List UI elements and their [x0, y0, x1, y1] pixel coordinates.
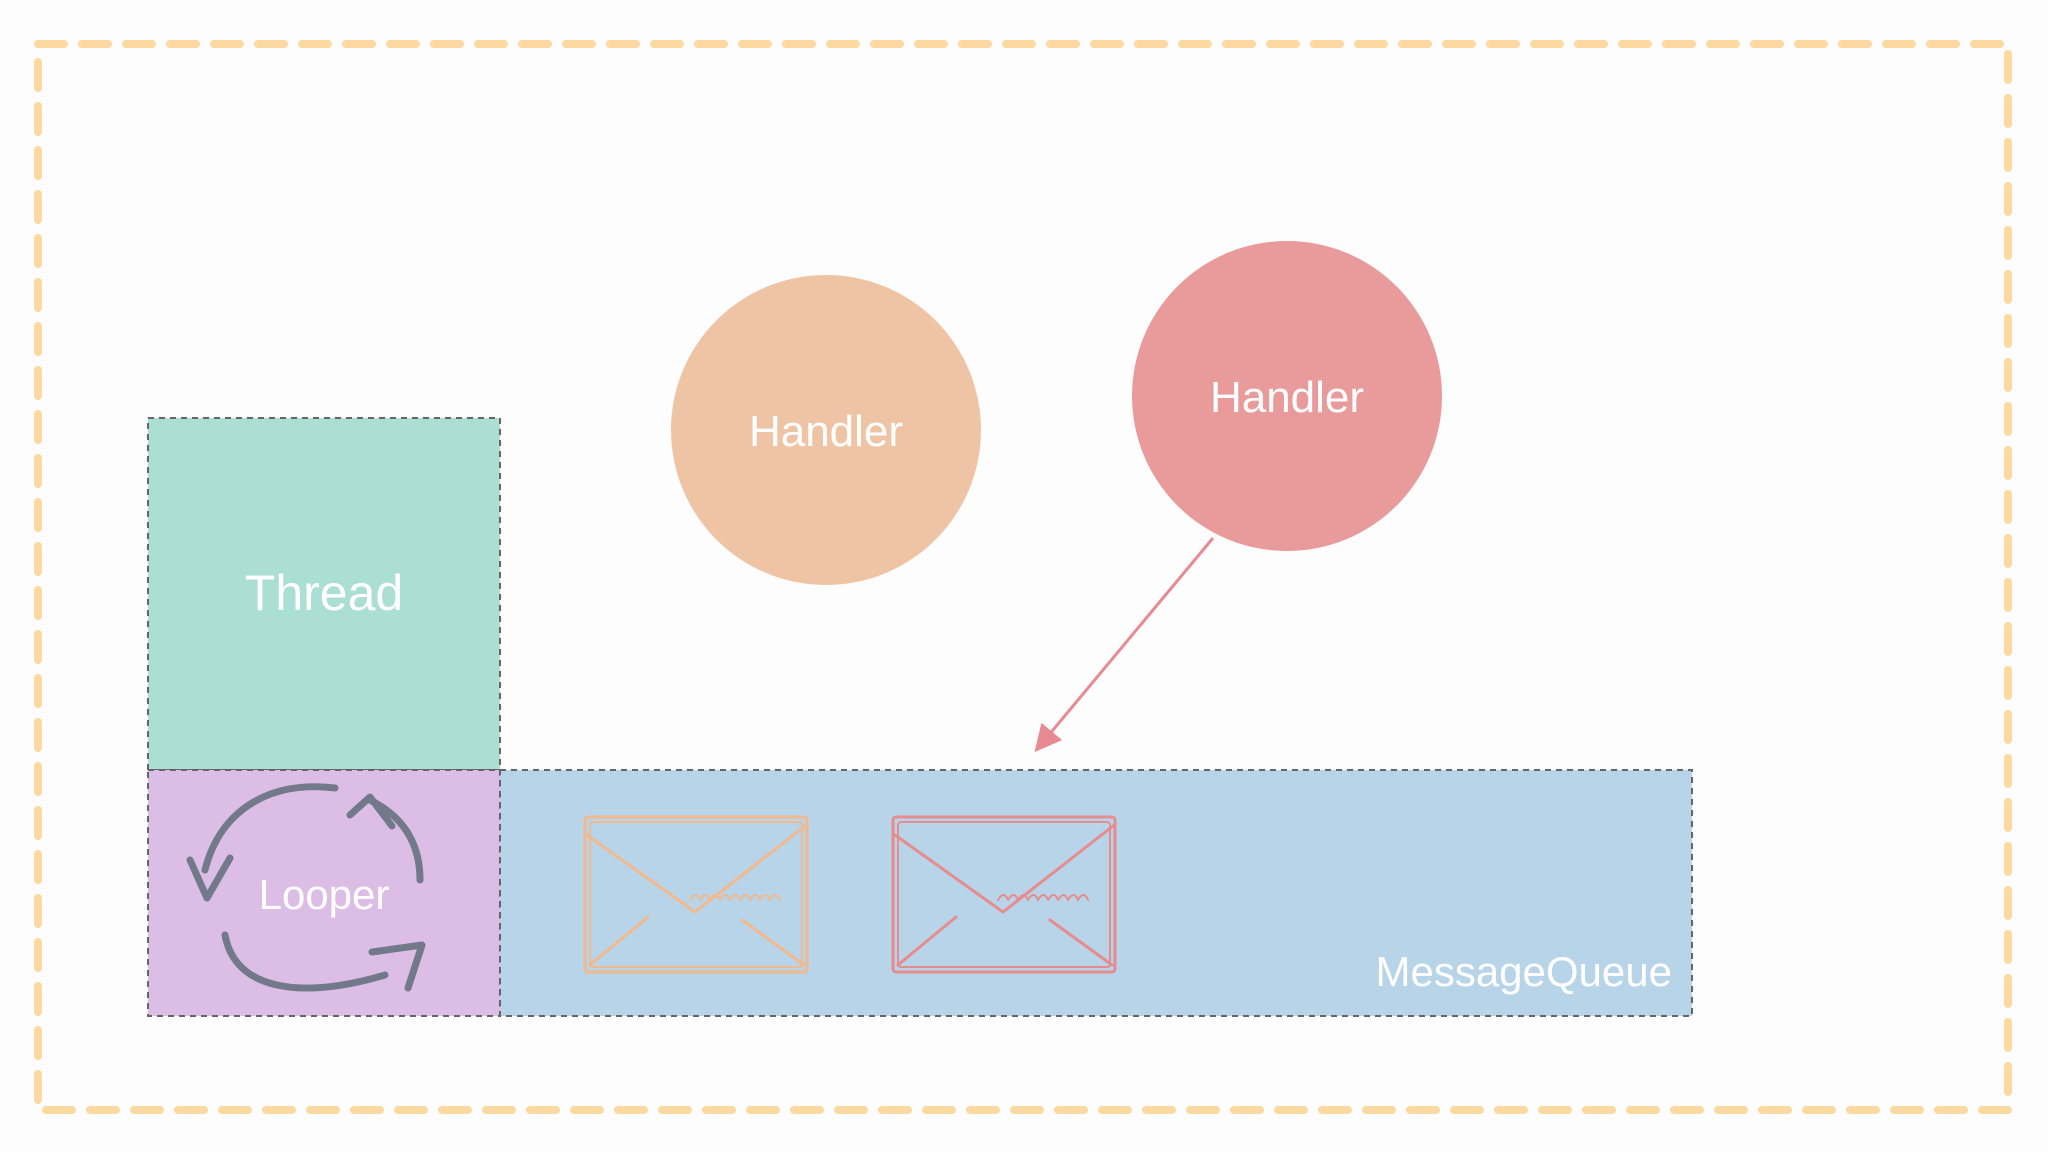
circular-arrows-icon — [186, 783, 426, 992]
looper-box: Looper — [147, 769, 501, 1017]
envelope-icon — [583, 815, 809, 974]
handler-node: Handler — [671, 275, 981, 585]
handler-label: Handler — [1210, 373, 1364, 422]
message-queue-box: MessageQueue — [499, 769, 1693, 1017]
envelope-icon — [891, 815, 1117, 974]
post-message-arrow — [1034, 537, 1215, 753]
thread-box: Thread — [147, 417, 501, 771]
thread-label: Thread — [245, 565, 403, 621]
message-queue-label: MessageQueue — [1375, 948, 1672, 995]
looper-label: Looper — [259, 871, 390, 918]
handler-label: Handler — [749, 407, 903, 456]
handler-node: Handler — [1132, 241, 1442, 551]
outer-border — [34, 40, 2012, 1114]
